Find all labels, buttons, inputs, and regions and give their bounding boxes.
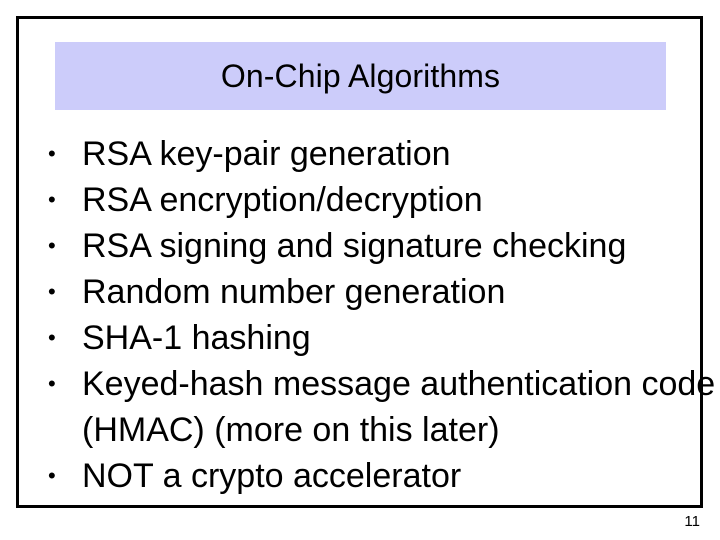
title-banner: On-Chip Algorithms <box>55 42 666 110</box>
bullet-item: • RSA encryption/decryption <box>48 177 698 223</box>
bullet-item-label: SHA-1 hashing <box>82 319 311 357</box>
bullet-item: • Keyed-hash message authentication code <box>48 361 715 407</box>
bullet-continuation-line: •(HMAC) (more on this later) <box>48 407 698 453</box>
bullet-item: • RSA signing and signature checking <box>48 223 698 269</box>
bullet-item-label: NOT a crypto accelerator <box>82 457 462 495</box>
bullet-point-icon: • <box>48 325 56 350</box>
bullet-point-icon: • <box>48 141 56 166</box>
bullet-item: • SHA-1 hashing <box>48 315 698 361</box>
bullet-list: • RSA key-pair generation • RSA encryption/… <box>48 131 715 499</box>
bullet-item-label: RSA signing and signature checking <box>82 227 627 265</box>
page-number: 11 <box>684 513 700 530</box>
bullet-item: • RSA key-pair generation <box>48 131 698 177</box>
bullet-item: • Random number generation <box>48 269 698 315</box>
bullet-point-icon: • <box>48 463 56 488</box>
bullet-point-icon: • <box>48 187 56 212</box>
bullet-item-label: RSA encryption/decryption <box>82 181 483 219</box>
bullet-point-icon: • <box>48 371 56 396</box>
bullet-point-icon: • <box>48 279 56 304</box>
bullet-item-label: RSA key-pair generation <box>82 135 451 173</box>
bullet-item: • NOT a crypto accelerator <box>48 453 698 499</box>
bullet-item-label: Keyed-hash message authentication code <box>82 365 716 403</box>
bullet-item-label: Random number generation <box>82 273 506 311</box>
slide-title: On-Chip Algorithms <box>220 58 501 94</box>
bullet-item-label: (HMAC) (more on this later) <box>82 411 500 449</box>
bullet-point-icon: • <box>48 233 56 258</box>
